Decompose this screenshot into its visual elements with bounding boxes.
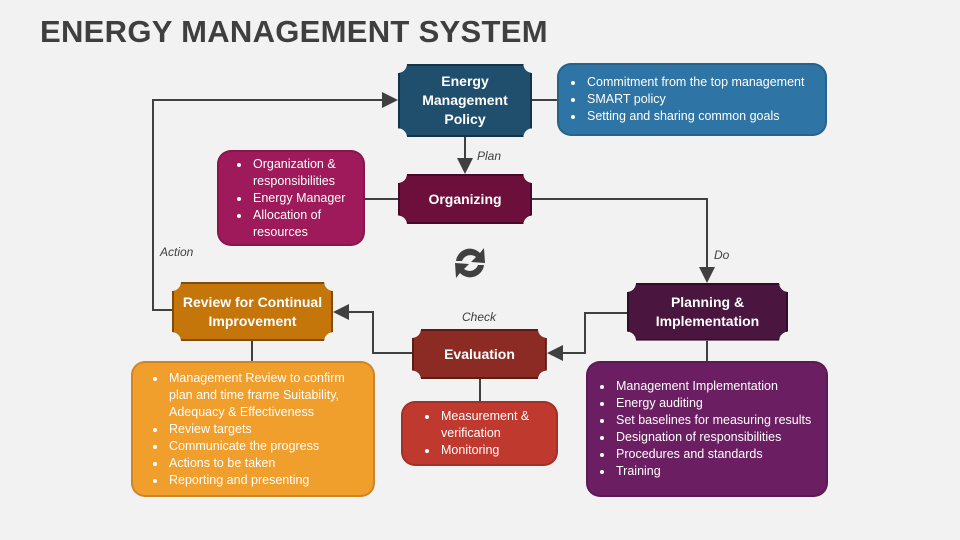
do-arrow — [532, 198, 715, 283]
planning-points: Management Implementation Energy auditin… — [586, 361, 828, 497]
list-item: Actions to be taken — [167, 455, 365, 472]
organizing-points: Organization & responsibilities Energy M… — [217, 150, 365, 246]
review-node: Review for Continual Improvement — [172, 282, 333, 341]
policy-node: Energy Management Policy — [398, 64, 532, 137]
list-item: Setting and sharing common goals — [585, 108, 804, 125]
list-item: Communicate the progress — [167, 438, 365, 455]
review-points: Management Review to confirm plan and ti… — [131, 361, 375, 497]
plan-label: Plan — [477, 149, 502, 163]
organizing-node: Organizing — [398, 174, 532, 224]
list-item: Monitoring — [439, 442, 550, 459]
list-item: Review targets — [167, 421, 365, 438]
list-item: Set baselines for measuring results — [614, 412, 811, 429]
list-item: SMART policy — [585, 91, 804, 108]
planning-node: Planning & Implementation — [627, 283, 788, 341]
check-label: Check — [462, 310, 497, 324]
list-item: Reporting and presenting — [167, 472, 365, 489]
list-item: Procedures and standards — [614, 446, 811, 463]
review-arrow — [333, 304, 412, 354]
list-item: Training — [614, 463, 811, 480]
action-arrow — [152, 92, 398, 311]
list-item: Allocation of resources — [251, 207, 357, 241]
check-arrow — [547, 312, 627, 361]
do-label: Do — [714, 248, 730, 262]
cycle-icon — [455, 248, 485, 278]
list-item: Energy auditing — [614, 395, 811, 412]
list-item: Commitment from the top management — [585, 74, 804, 91]
page-title: ENERGY MANAGEMENT SYSTEM — [40, 14, 548, 49]
list-item: Energy Manager — [251, 190, 357, 207]
list-item: Measurement & verification — [439, 408, 550, 442]
policy-points: Commitment from the top management SMART… — [557, 63, 827, 136]
list-item: Designation of responsibilities — [614, 429, 811, 446]
evaluation-points: Measurement & verification Monitoring — [401, 401, 558, 466]
evaluation-node: Evaluation — [412, 329, 547, 379]
list-item: Organization & responsibilities — [251, 156, 357, 190]
list-item: Management Implementation — [614, 378, 811, 395]
list-item: Management Review to confirm plan and ti… — [167, 370, 365, 421]
action-label: Action — [160, 245, 194, 259]
